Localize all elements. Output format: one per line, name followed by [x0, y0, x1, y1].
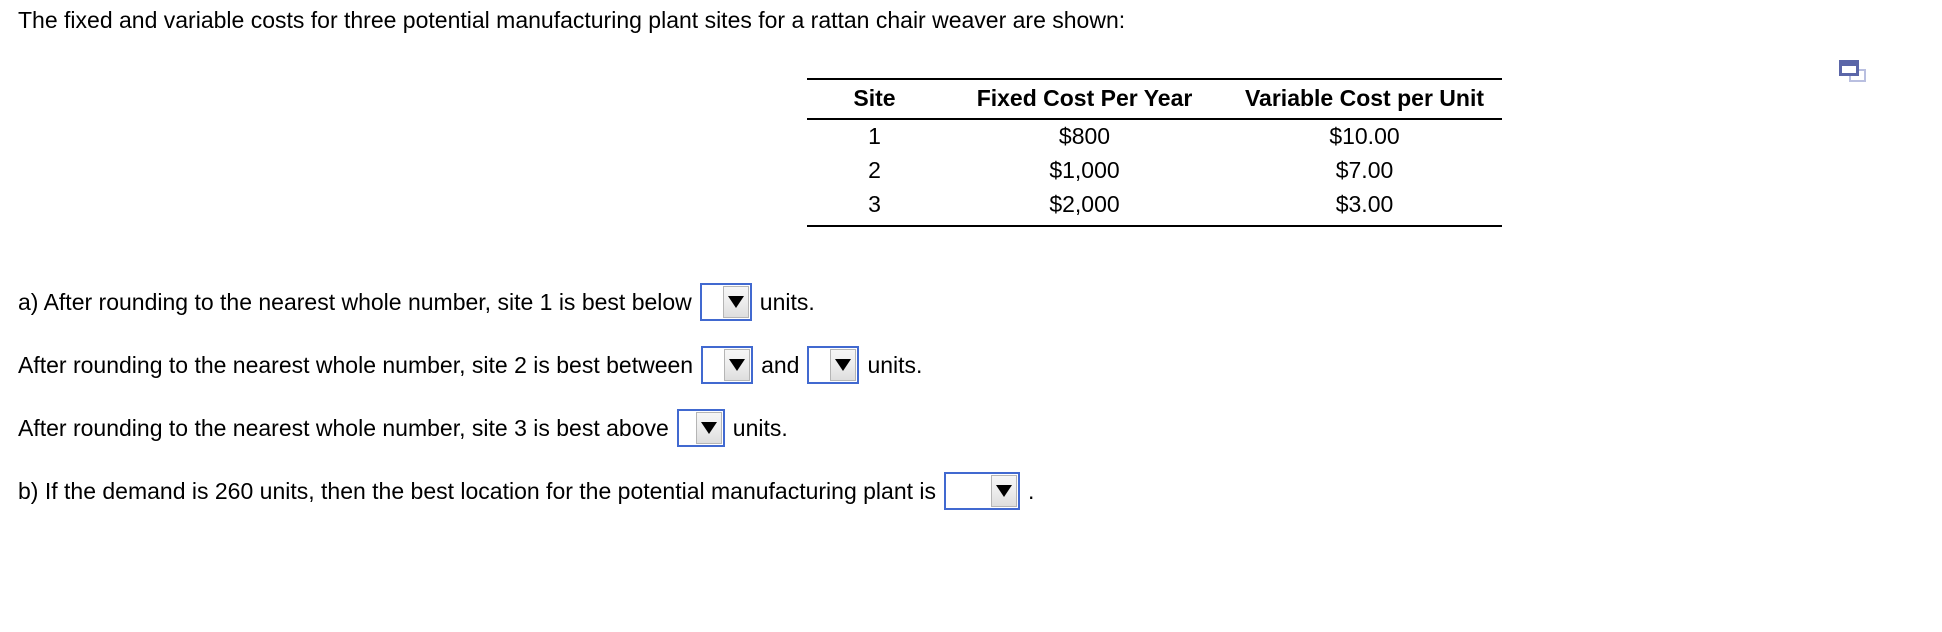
cost-table-container: Site Fixed Cost Per Year Variable Cost p… — [807, 78, 1502, 227]
chevron-down-icon[interactable] — [991, 475, 1018, 507]
copy-windows-icon[interactable] — [1838, 60, 1870, 86]
dropdown-arrow-glyph — [996, 485, 1013, 497]
dropdown-site-2-upper-bound[interactable] — [807, 346, 860, 384]
cell-fixed-cost-3: $2,000 — [942, 188, 1227, 227]
column-header-variable-cost: Variable Cost per Unit — [1227, 78, 1502, 120]
dropdown-arrow-glyph — [729, 359, 746, 371]
question-a-line-2: After rounding to the nearest whole numb… — [18, 346, 922, 384]
dropdown-best-location[interactable] — [944, 472, 1021, 510]
table-row: 1 $800 $10.00 — [807, 119, 1502, 154]
cost-table-head: Site Fixed Cost Per Year Variable Cost p… — [807, 78, 1502, 120]
cell-variable-cost-1: $10.00 — [1329, 123, 1400, 149]
question-a-line-3: After rounding to the nearest whole numb… — [18, 409, 788, 447]
question-a-line-1-suffix: units. — [759, 289, 815, 315]
question-a-line-1-prefix: a) After rounding to the nearest whole n… — [18, 289, 692, 315]
cell-site-1: 1 — [868, 123, 881, 149]
dropdown-arrow-glyph — [727, 296, 744, 308]
cell-fixed-cost-1: $800 — [1058, 123, 1111, 149]
cost-table-body: 1 $800 $10.00 2 $1,000 $7.00 3 $2,000 $3… — [807, 119, 1502, 227]
copy-icon-front-window — [1839, 60, 1859, 76]
cell-site-3: 3 — [807, 188, 942, 227]
column-header-site: Site — [807, 78, 942, 120]
question-b-suffix: . — [1028, 478, 1035, 504]
question-b-line: b) If the demand is 260 units, then the … — [18, 472, 1034, 510]
question-a-line-3-suffix: units. — [732, 415, 788, 441]
chevron-down-icon[interactable] — [695, 412, 722, 444]
question-a-line-2-suffix: units. — [867, 352, 923, 378]
cell-site-2: 2 — [868, 157, 881, 183]
chevron-down-icon[interactable] — [724, 349, 751, 381]
problem-statement: The fixed and variable costs for three p… — [18, 7, 1126, 33]
table-row: 2 $1,000 $7.00 — [807, 154, 1502, 188]
dropdown-site-1-below[interactable] — [699, 283, 752, 321]
question-a-line-2-prefix: After rounding to the nearest whole numb… — [18, 352, 694, 378]
table-header-row: Site Fixed Cost Per Year Variable Cost p… — [807, 78, 1502, 120]
dropdown-arrow-glyph — [835, 359, 852, 371]
cell-fixed-cost-2: $1,000 — [1049, 157, 1120, 183]
column-header-fixed-cost: Fixed Cost Per Year — [942, 78, 1227, 120]
cost-table: Site Fixed Cost Per Year Variable Cost p… — [807, 78, 1502, 227]
chevron-down-icon[interactable] — [722, 286, 749, 318]
question-a-line-2-middle: and — [761, 352, 800, 378]
question-a-line-1: a) After rounding to the nearest whole n… — [18, 283, 815, 321]
table-row: 3 $2,000 $3.00 — [807, 188, 1502, 227]
question-b-prefix: b) If the demand is 260 units, then the … — [18, 478, 937, 504]
question-a-line-3-prefix: After rounding to the nearest whole numb… — [18, 415, 669, 441]
cell-variable-cost-2: $7.00 — [1335, 157, 1394, 183]
cell-variable-cost-3: $3.00 — [1227, 188, 1502, 227]
dropdown-site-2-lower-bound[interactable] — [701, 346, 754, 384]
dropdown-arrow-glyph — [700, 422, 717, 434]
chevron-down-icon[interactable] — [830, 349, 857, 381]
dropdown-site-3-above[interactable] — [676, 409, 725, 447]
